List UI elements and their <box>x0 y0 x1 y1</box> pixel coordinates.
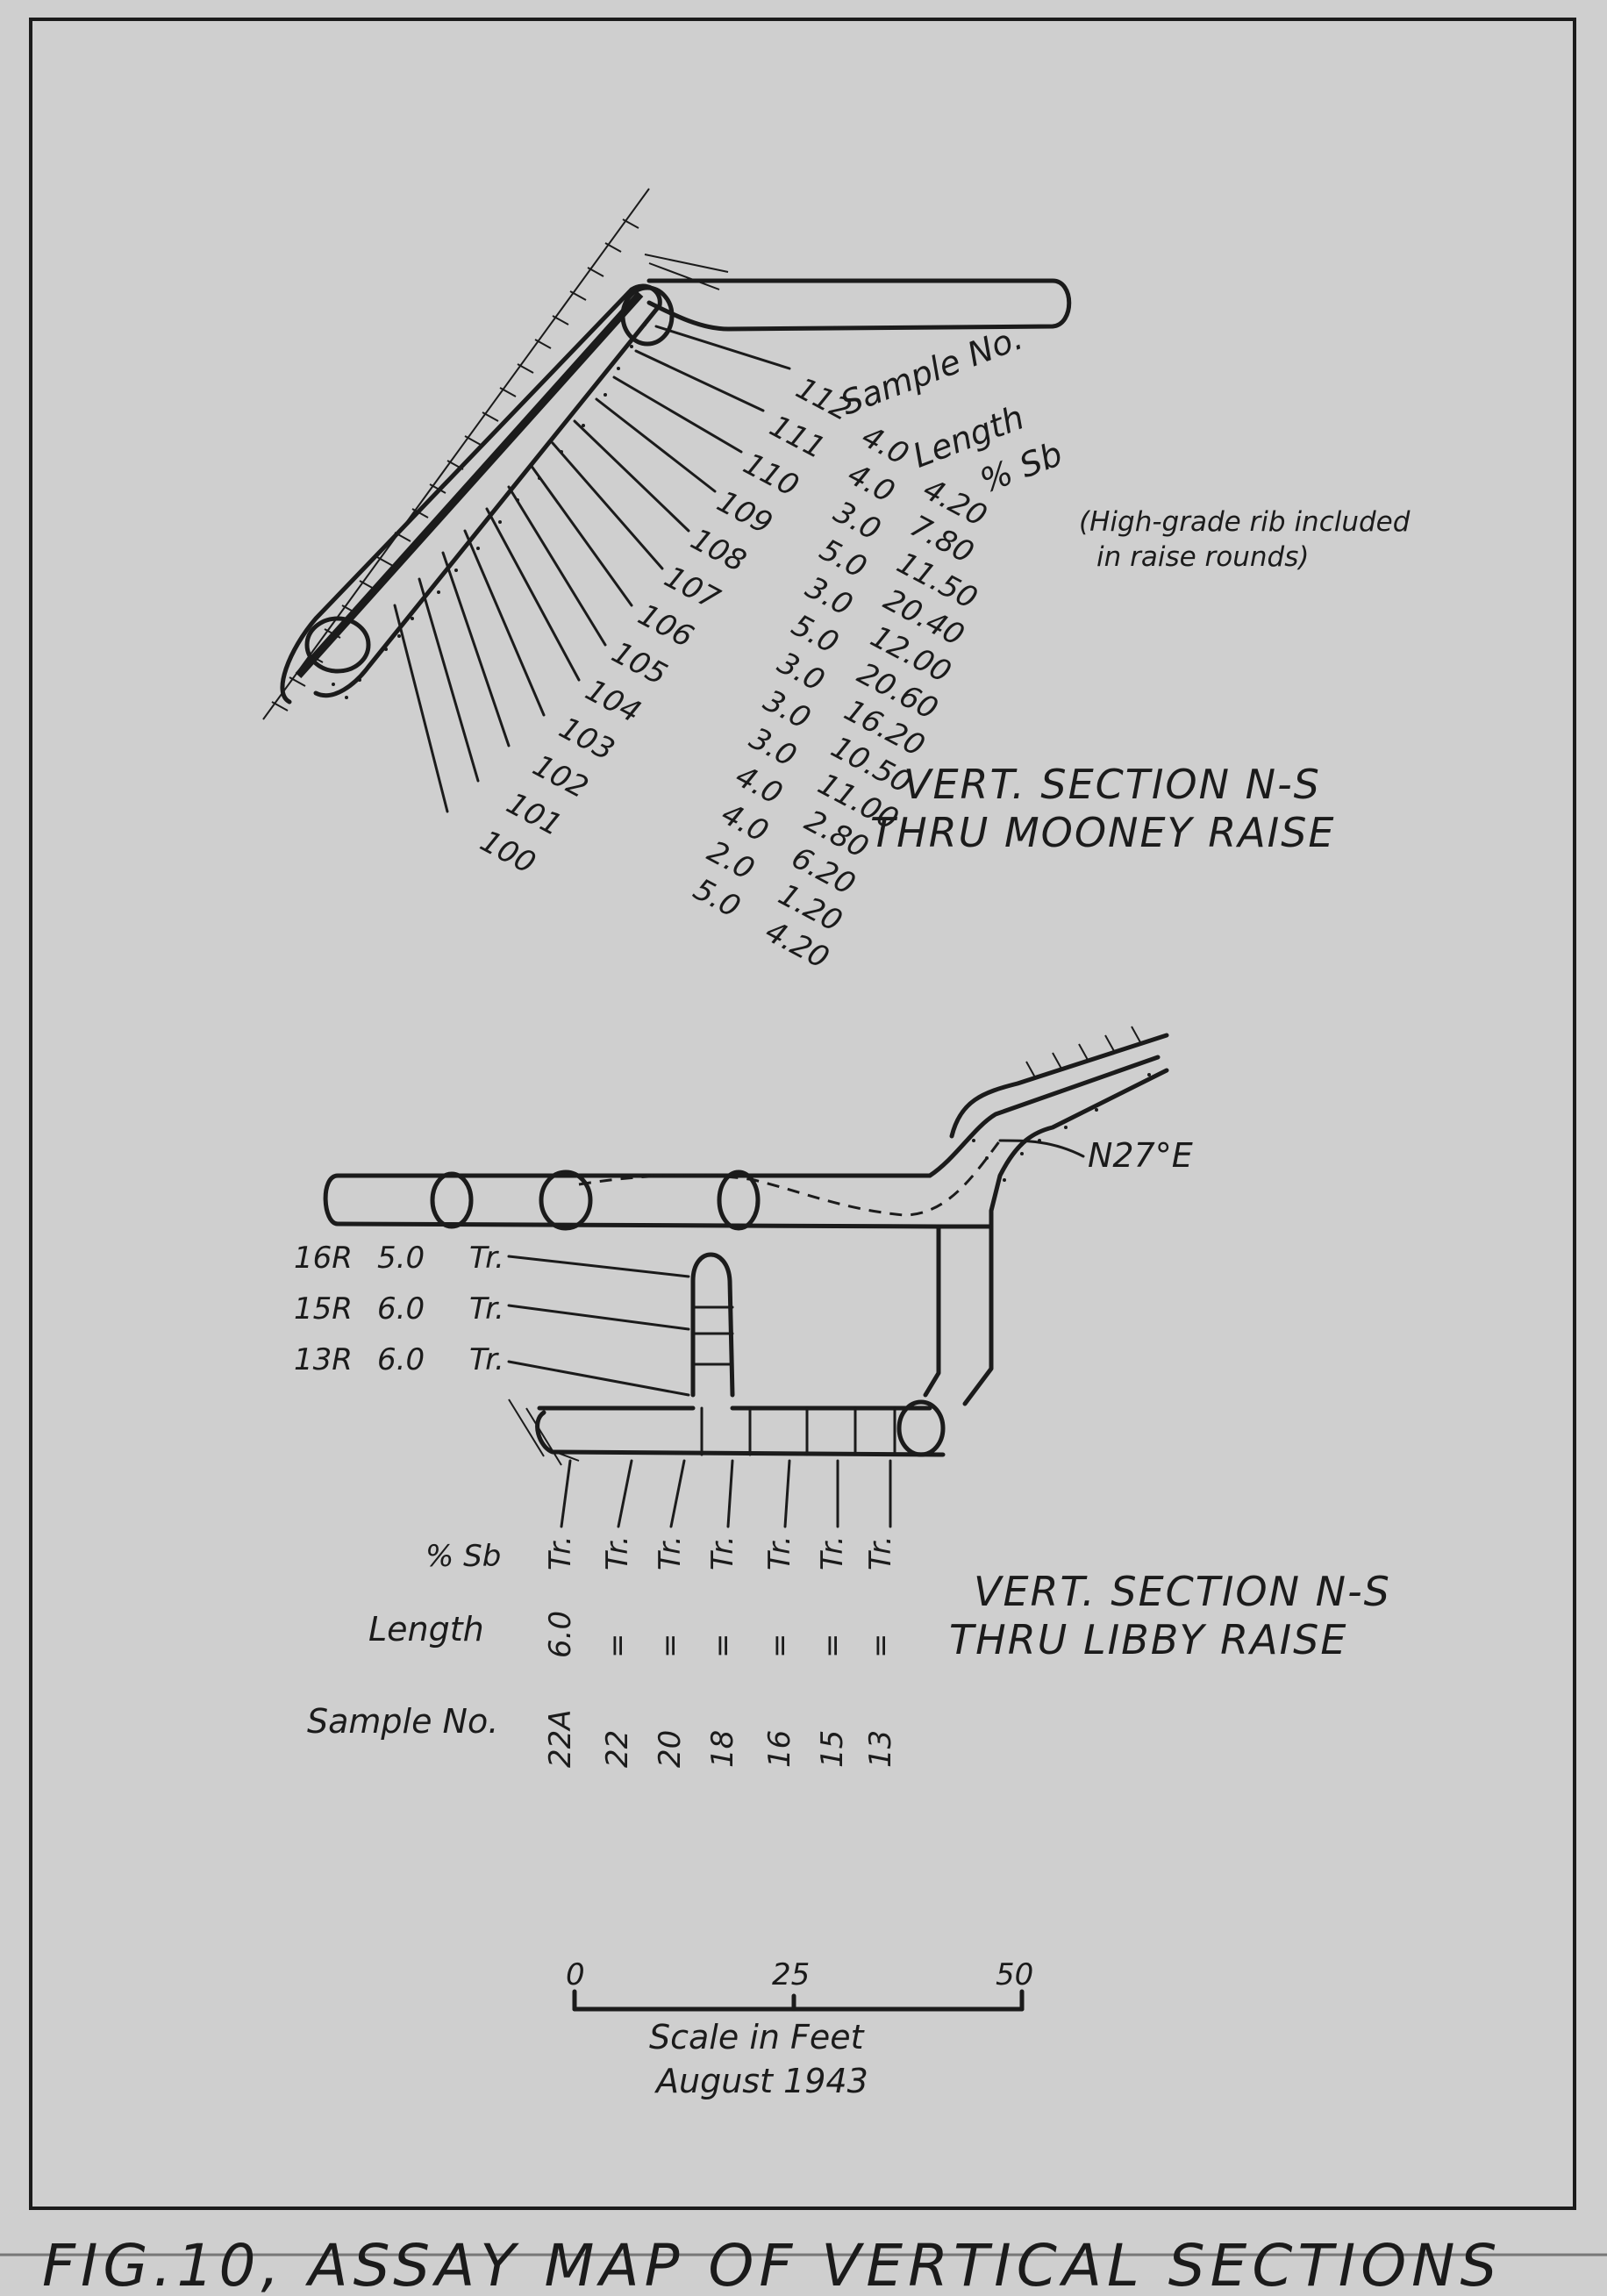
libby-title-line1: VERT. SECTION N-S <box>974 1568 1391 1615</box>
libby-level-sample-pct: Tr. <box>863 1535 898 1570</box>
libby-row-label-length: Length <box>368 1610 484 1649</box>
libby-level-sample-pct: Tr. <box>600 1535 635 1570</box>
libby-level-sample-no: 15 <box>815 1730 850 1768</box>
libby-title-line2: THRU LIBBY RAISE <box>949 1616 1347 1663</box>
libby-right-raise <box>923 1224 994 1406</box>
mooney-drift-outline <box>646 278 1072 332</box>
libby-level-sample-no: 18 <box>705 1730 740 1768</box>
libby-level-sample-no: 20 <box>653 1730 688 1768</box>
libby-small-raise-rounds <box>691 1305 734 1366</box>
scale-bar: 0 25 50 Scale in Feet August 1943 <box>566 1957 1033 2100</box>
mooney-note-line1: (High-grade rib included <box>1079 506 1411 538</box>
mooney-top-round <box>620 285 675 347</box>
mooney-leader-lines <box>393 325 791 813</box>
libby-level-sample-pct: Tr. <box>762 1535 797 1570</box>
mooney-note-line2: in raise rounds) <box>1096 541 1309 573</box>
scale-label: Scale in Feet <box>649 2018 866 2056</box>
libby-raise-sample-no: 13R <box>294 1342 353 1377</box>
scale-tick-25: 25 <box>772 1957 810 1992</box>
libby-bearing-leader <box>998 1139 1085 1158</box>
libby-level-sample-length: = <box>762 1634 797 1659</box>
libby-level-sample-pct: Tr. <box>543 1535 578 1570</box>
libby-slope-hatching <box>1025 1026 1141 1078</box>
libby-level-sample-no: 16 <box>762 1730 797 1768</box>
mooney-title-line2: THRU MOONEY RAISE <box>870 809 1336 856</box>
libby-lower-hatching <box>508 1398 580 1466</box>
libby-level-sample-length: = <box>815 1634 850 1659</box>
libby-raise-sample-pct: Tr. <box>469 1291 504 1327</box>
libby-raise-sample-length: 6.0 <box>377 1342 425 1377</box>
scale-tick-0: 0 <box>566 1957 585 1992</box>
libby-lower-round-end <box>896 1399 946 1457</box>
libby-level-sample-length: = <box>863 1634 898 1659</box>
mooney-wall-hatching <box>262 188 729 720</box>
libby-row-label-sample: Sample No. <box>307 1702 498 1741</box>
libby-bearing: N27°E <box>1088 1136 1193 1175</box>
libby-level-sample-no: 22 <box>600 1730 635 1768</box>
libby-ramp-stipple <box>972 1073 1151 1182</box>
libby-raise-sample-pct: Tr. <box>469 1241 504 1276</box>
libby-level-sample-no: 13 <box>863 1730 898 1768</box>
libby-level-sample-pct: Tr. <box>653 1535 688 1570</box>
drawing-border <box>29 18 1576 2210</box>
libby-round-2 <box>539 1169 593 1231</box>
libby-level-sample-no: 22A <box>543 1709 578 1768</box>
figure-caption: FIG.10, ASSAY MAP OF VERTICAL SECTIONS <box>42 2232 1502 2296</box>
libby-level-sample-pct: Tr. <box>705 1535 740 1570</box>
libby-lower-drift-rounds <box>700 1406 896 1456</box>
libby-raise-sample-no: 15R <box>294 1291 353 1327</box>
scale-tick-50: 50 <box>996 1957 1033 1992</box>
libby-level-sample-length: = <box>705 1634 740 1659</box>
scale-date: August 1943 <box>654 2062 868 2100</box>
libby-raise-sample-length: 5.0 <box>377 1241 425 1276</box>
libby-raise-leaders <box>507 1255 690 1397</box>
mooney-bottom-round <box>304 616 371 674</box>
libby-row-label-pct: % Sb <box>425 1539 501 1574</box>
libby-level-sample-length: = <box>653 1634 688 1659</box>
libby-level-sample-length: 6.0 <box>543 1611 578 1658</box>
libby-raise-sample-length: 6.0 <box>377 1291 425 1327</box>
libby-round-1 <box>430 1171 474 1229</box>
libby-upper-drift <box>323 1055 1161 1229</box>
libby-raise-sample-pct: Tr. <box>469 1342 504 1377</box>
libby-level-sample-pct: Tr. <box>815 1535 850 1570</box>
libby-raise-sample-no: 16R <box>294 1241 353 1276</box>
mooney-title-line1: VERT. SECTION N-S <box>903 761 1321 808</box>
libby-level-sample-columns: Tr. 6.0 22A Tr. = 22 Tr. = 20 Tr. = 18 Tr. = 16 Tr. = 15 T… <box>543 1535 898 1768</box>
mooney-vein-band <box>295 290 644 679</box>
libby-ramp-lower-wall <box>936 1068 1169 1229</box>
libby-slope-surface <box>949 1033 1169 1139</box>
libby-level-sample-length: = <box>600 1634 635 1659</box>
libby-small-raise <box>690 1252 735 1398</box>
libby-vein-dashed <box>578 1140 1002 1217</box>
libby-level-leaders <box>560 1459 892 1528</box>
libby-round-3 <box>717 1169 761 1231</box>
